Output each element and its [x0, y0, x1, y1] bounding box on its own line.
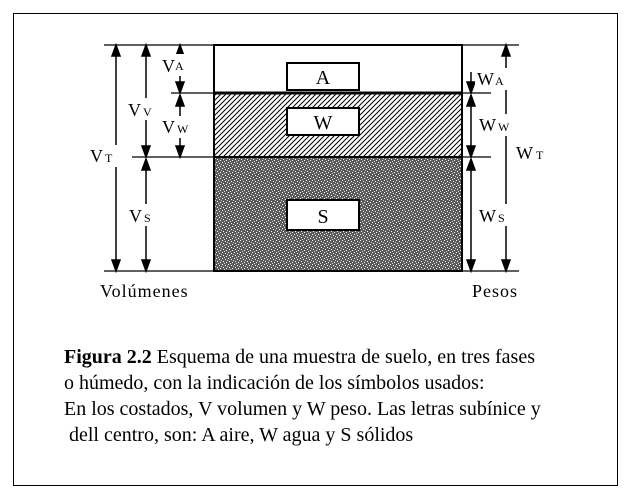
caption-line-3: En los costados, V volumen y W peso. Las…	[64, 398, 541, 420]
volume-dimensions	[110, 42, 186, 274]
phase-label-air: A	[316, 67, 331, 89]
caption-line-4: dell centro, son: A aire, W agua y S sól…	[64, 424, 414, 446]
phase-box-water: W	[286, 107, 360, 136]
figure-caption: Figura 2.2 Esquema de una muestra de sue…	[64, 344, 624, 448]
caption-text-1: Esquema de una muestra de suelo, en tres…	[151, 346, 535, 368]
phase-box-air: A	[286, 62, 360, 91]
phase-label-water: W	[314, 112, 333, 134]
caption-line-2: o húmedo, con la indicación de los símbo…	[64, 372, 485, 394]
volumes-caption: Volúmenes	[100, 281, 189, 301]
label-va: VA	[162, 56, 184, 76]
label-wa: WA	[477, 69, 504, 89]
caption-line-1: Figura 2.2 Esquema de una muestra de sue…	[64, 344, 624, 370]
weights-caption: Pesos	[472, 281, 518, 301]
phase-label-solids: S	[317, 206, 328, 228]
figure-label: Figura 2.2	[64, 346, 152, 368]
phase-box-solids: S	[286, 199, 360, 231]
